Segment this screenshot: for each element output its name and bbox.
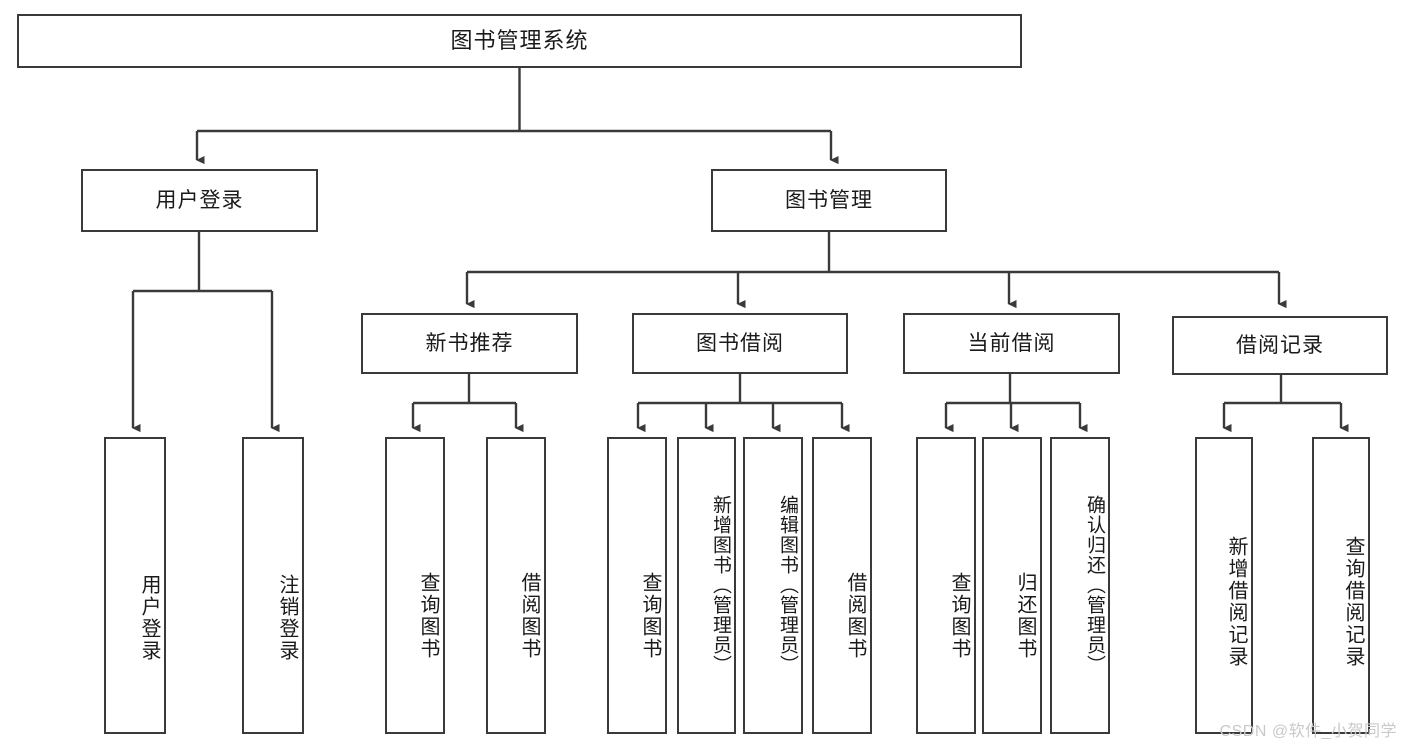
leaf-borrow-add-book-admin[interactable]: 新增图书（管理员） — [677, 437, 736, 734]
node-book-management[interactable]: 图书管理 — [711, 169, 947, 232]
leaf-borrow-edit-book-admin[interactable]: 编辑图书（管理员） — [743, 437, 803, 734]
leaf-borrow-query-book[interactable]: 查询图书 — [607, 437, 667, 734]
node-book-borrow[interactable]: 图书借阅 — [632, 313, 848, 374]
node-new-book-recommend[interactable]: 新书推荐 — [361, 313, 578, 374]
node-current-borrow[interactable]: 当前借阅 — [903, 313, 1120, 374]
leaf-current-return-book[interactable]: 归还图书 — [982, 437, 1042, 734]
leaf-user-login-login[interactable]: 用户登录 — [104, 437, 166, 734]
leaf-current-query-book[interactable]: 查询图书 — [916, 437, 976, 734]
leaf-recommend-query-book[interactable]: 查询图书 — [385, 437, 445, 734]
node-root-system[interactable]: 图书管理系统 — [17, 14, 1022, 68]
leaf-current-confirm-return-admin[interactable]: 确认归还（管理员） — [1050, 437, 1110, 734]
leaf-recommend-borrow-book[interactable]: 借阅图书 — [486, 437, 546, 734]
leaf-user-login-logout[interactable]: 注销登录 — [242, 437, 304, 734]
csdn-watermark: CSDN @软件_小贺同学 — [1219, 723, 1397, 740]
leaf-record-query-record[interactable]: 查询借阅记录 — [1312, 437, 1370, 734]
node-user-login[interactable]: 用户登录 — [81, 169, 318, 232]
leaf-borrow-borrow-book[interactable]: 借阅图书 — [812, 437, 872, 734]
leaf-record-add-record[interactable]: 新增借阅记录 — [1195, 437, 1253, 734]
node-borrow-record[interactable]: 借阅记录 — [1172, 316, 1388, 375]
